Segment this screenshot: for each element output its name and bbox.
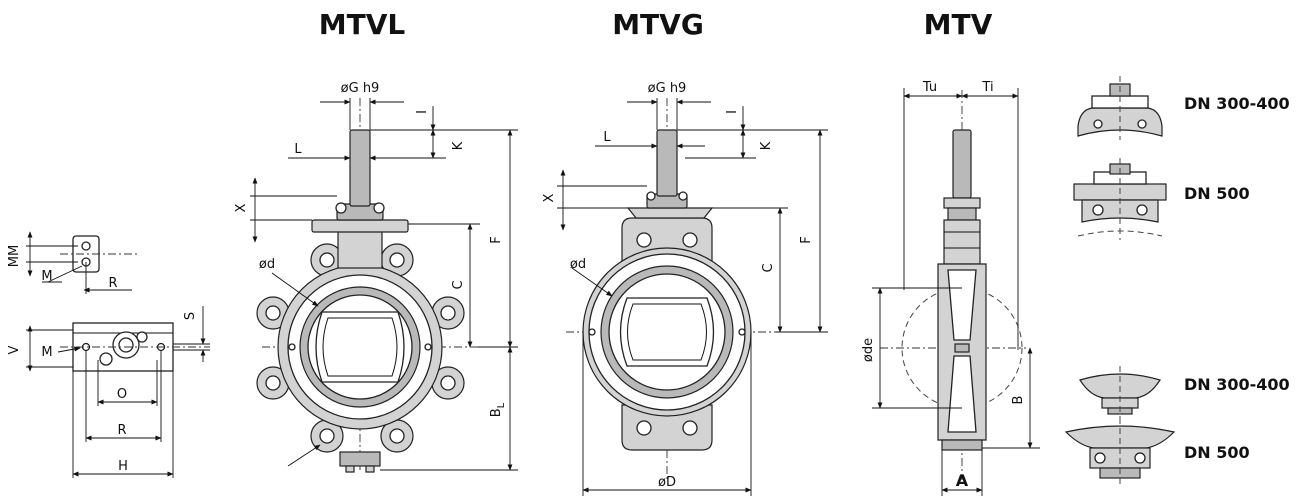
mtvl-drawing xyxy=(250,98,518,473)
mtvl-label-bl-sub: L xyxy=(496,402,507,408)
mtvg-label-f: F xyxy=(799,236,814,243)
mtvl-label-f: F xyxy=(489,236,504,243)
dn-label-bottom-300-400: DN 300-400 xyxy=(1184,375,1290,394)
dn-details xyxy=(1064,76,1176,486)
svg-text:BL: BL xyxy=(489,402,507,417)
mtvl-label-c: C xyxy=(451,280,466,289)
mtvl-label-bl-main: B xyxy=(489,408,504,417)
dn-label-top-300-400: DN 300-400 xyxy=(1184,94,1290,113)
flange-label-m-top: M xyxy=(41,269,52,284)
flange-label-m-side: M xyxy=(41,345,52,360)
flange-label-r-top: R xyxy=(108,276,117,291)
mtv-label-a: A xyxy=(956,471,969,490)
mtv-label-ti: Ti xyxy=(981,80,993,95)
flange-label-mm: MM xyxy=(7,245,22,267)
flange-label-r-bottom: R xyxy=(117,423,126,438)
mtv-label-b: B xyxy=(1011,396,1026,405)
mtv-label-tu: Tu xyxy=(922,80,937,95)
flange-label-o: O xyxy=(117,387,127,402)
mtv-label-ode: øde xyxy=(861,338,876,362)
title-mtvl: MTVL xyxy=(319,8,406,41)
mtvg-label-c: C xyxy=(761,263,776,272)
mtvg-label-oD: øD xyxy=(658,475,676,490)
dn-label-bottom-500: DN 500 xyxy=(1184,443,1250,462)
flange-label-v: V xyxy=(7,345,22,354)
mtvg-label-og: øG h9 xyxy=(648,81,687,96)
flange-detail xyxy=(26,231,210,478)
mtv-drawing xyxy=(872,88,1040,496)
mtvg-label-od: ød xyxy=(570,257,586,272)
mtvg-label-k: K xyxy=(759,141,774,150)
flange-label-h: H xyxy=(118,459,128,474)
mtvl-label-od: ød xyxy=(259,257,275,272)
mtvg-label-i: I xyxy=(725,110,740,114)
title-mtvg: MTVG xyxy=(612,8,704,41)
mtvl-label-l: L xyxy=(294,142,302,157)
mtvl-label-k: K xyxy=(451,141,466,150)
dn-label-top-500: DN 500 xyxy=(1184,184,1250,203)
mtvg-label-l: L xyxy=(603,130,611,145)
flange-label-s: S xyxy=(183,312,198,320)
mtvl-label-i: I xyxy=(415,110,430,114)
mtvl-label-bl: BL xyxy=(489,402,507,417)
title-mtv: MTV xyxy=(924,8,993,41)
mtvl-label-x: X xyxy=(234,203,249,212)
mtvl-label-og: øG h9 xyxy=(341,81,380,96)
mtvg-label-x: X xyxy=(542,193,557,202)
mtvg-drawing xyxy=(557,98,828,496)
